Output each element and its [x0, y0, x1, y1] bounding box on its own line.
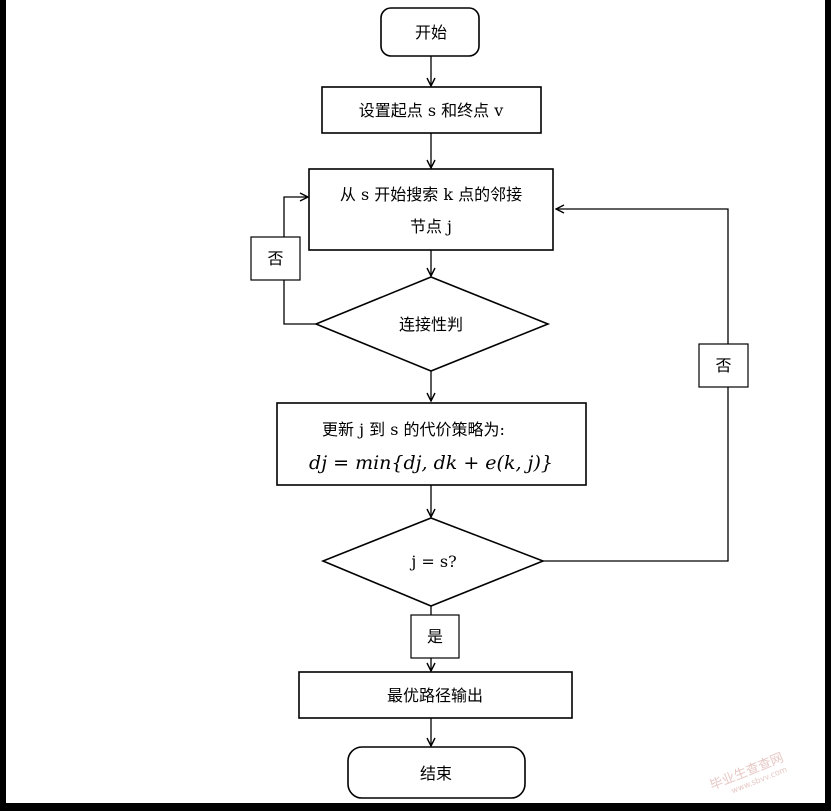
search-label-line1: 从 s 开始搜索 k 点的邻接: [340, 185, 522, 204]
set-points-box: 设置起点 s 和终点 v: [321, 86, 542, 134]
end-label: 结束: [420, 764, 452, 783]
output-box: 最优路径输出: [298, 671, 573, 719]
connectivity-decision: 连接性判: [313, 276, 551, 372]
no-label-right: 否: [698, 343, 749, 388]
set-points-label: 设置起点 s 和终点 v: [359, 101, 504, 120]
check-label: j = s?: [409, 552, 456, 571]
page-background: [6, 0, 825, 803]
start-label: 开始: [415, 23, 447, 42]
end-node: 结束: [347, 746, 526, 799]
update-formula: dj = min{dj, dk + e(k, j)}: [309, 452, 553, 474]
update-label: 更新 j 到 s 的代价策略为:: [322, 420, 505, 439]
connectivity-label: 连接性判: [399, 315, 463, 334]
search-box: 从 s 开始搜索 k 点的邻接 节点 j: [308, 168, 554, 251]
check-decision: j = s?: [320, 517, 546, 607]
no-right-text: 否: [715, 356, 731, 375]
yes-label: 是: [410, 614, 460, 659]
start-node: 开始: [380, 7, 480, 57]
no-left-text: 否: [267, 249, 283, 268]
update-cost-box: 更新 j 到 s 的代价策略为: dj = min{dj, dk + e(k, …: [276, 402, 587, 486]
search-label-line2: 节点 j: [410, 217, 452, 236]
no-label-left: 否: [250, 236, 301, 281]
yes-text: 是: [427, 627, 443, 646]
output-label: 最优路径输出: [387, 686, 483, 705]
